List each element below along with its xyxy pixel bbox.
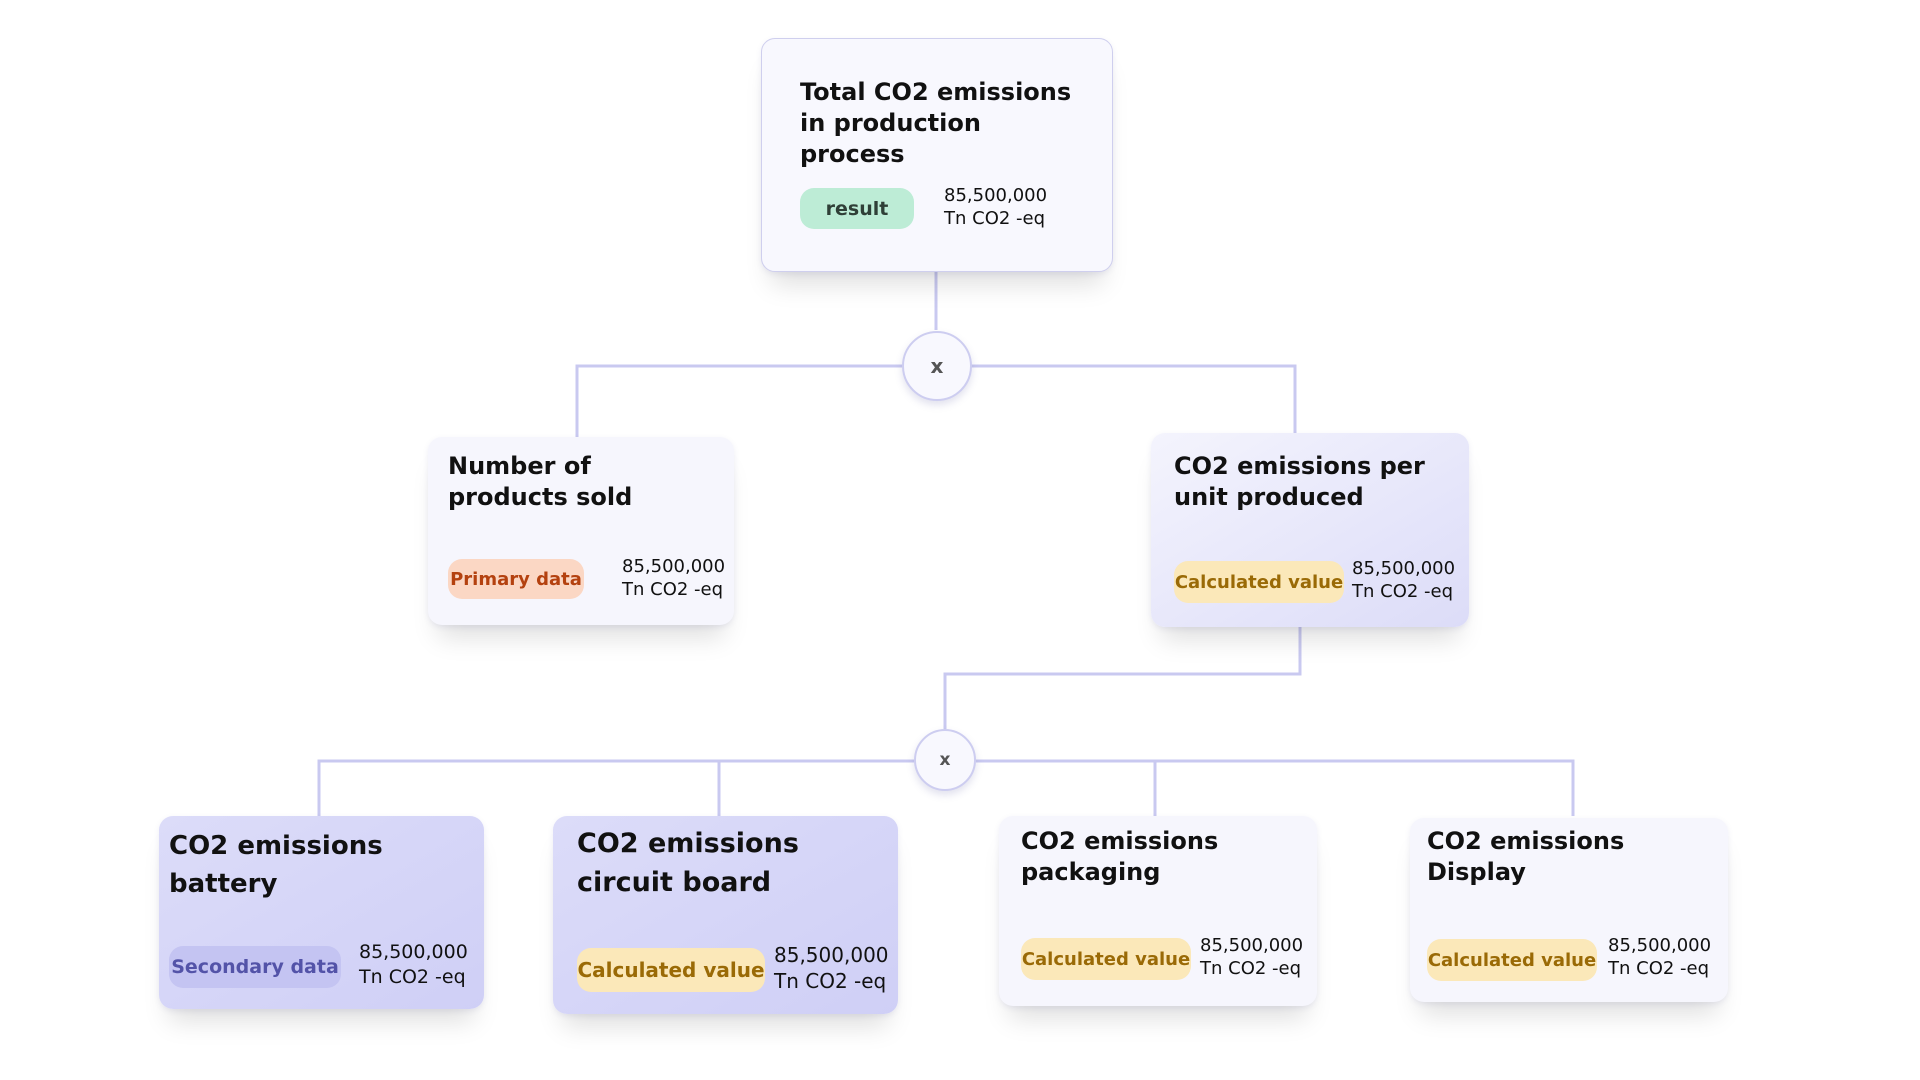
node-total-emissions[interactable]: Total CO2 emissions in production proces… bbox=[761, 38, 1113, 272]
node-title: CO2 emissions Display bbox=[1427, 827, 1625, 887]
value-unit: Tn CO2 -eq bbox=[944, 208, 1046, 230]
connector-per-unit-to-operator bbox=[943, 627, 1302, 729]
calculated-value-badge: Calculated value bbox=[1427, 939, 1597, 981]
node-value: 85,500,000 Tn CO2 -eq bbox=[622, 555, 725, 602]
node-value: 85,500,000 Tn CO2 -eq bbox=[1200, 934, 1303, 981]
node-title: CO2 emissions circuit board bbox=[577, 828, 799, 899]
value-number: 85,500,000 bbox=[1200, 935, 1304, 956]
node-packaging-emissions[interactable]: CO2 emissions packaging Calculated value… bbox=[999, 816, 1317, 1006]
calculated-value-badge: Calculated value bbox=[1021, 938, 1191, 980]
calculated-value-badge: Calculated value bbox=[577, 948, 765, 992]
node-per-unit-emissions[interactable]: CO2 emissions per unit produced Calculat… bbox=[1151, 433, 1469, 627]
value-unit: Tn CO2 -eq bbox=[359, 965, 466, 988]
node-value: 85,500,000 Tn CO2 -eq bbox=[1608, 934, 1711, 981]
value-number: 85,500,000 bbox=[622, 556, 726, 577]
value-number: 85,500,000 bbox=[359, 941, 468, 963]
connector-operator-to-battery bbox=[317, 759, 914, 816]
multiply-operator-top[interactable]: x bbox=[902, 331, 972, 401]
connector-operator-to-products-sold bbox=[575, 364, 902, 437]
result-badge: result bbox=[800, 188, 914, 229]
secondary-data-badge: Secondary data bbox=[169, 946, 341, 988]
node-circuit-board-emissions[interactable]: CO2 emissions circuit board Calculated v… bbox=[553, 816, 898, 1014]
node-title: Number of products sold bbox=[448, 452, 633, 512]
node-value: 85,500,000 Tn CO2 -eq bbox=[359, 940, 468, 989]
value-unit: Tn CO2 -eq bbox=[622, 579, 724, 601]
primary-data-badge: Primary data bbox=[448, 559, 584, 599]
node-title: CO2 emissions packaging bbox=[1021, 827, 1219, 887]
value-number: 85,500,000 bbox=[1352, 558, 1456, 579]
multiply-operator-bottom[interactable]: x bbox=[914, 729, 976, 791]
node-value: 85,500,000 Tn CO2 -eq bbox=[944, 184, 1047, 231]
node-title: CO2 emissions battery bbox=[169, 831, 383, 899]
connector-operator-to-packaging-display bbox=[976, 759, 1575, 816]
value-number: 85,500,000 bbox=[944, 185, 1048, 206]
value-unit: Tn CO2 -eq bbox=[1608, 958, 1710, 980]
connector-operator-to-per-unit bbox=[970, 364, 1297, 433]
value-number: 85,500,000 bbox=[1608, 935, 1712, 956]
calculated-value-badge: Calculated value bbox=[1174, 561, 1344, 603]
value-number: 85,500,000 bbox=[774, 943, 889, 967]
node-value: 85,500,000 Tn CO2 -eq bbox=[774, 942, 889, 994]
value-unit: Tn CO2 -eq bbox=[1200, 958, 1302, 980]
node-value: 85,500,000 Tn CO2 -eq bbox=[1352, 557, 1455, 604]
node-display-emissions[interactable]: CO2 emissions Display Calculated value 8… bbox=[1410, 818, 1728, 1002]
value-unit: Tn CO2 -eq bbox=[1352, 581, 1454, 603]
node-title: Total CO2 emissions in production proces… bbox=[800, 78, 1072, 169]
node-battery-emissions[interactable]: CO2 emissions battery Secondary data 85,… bbox=[159, 816, 484, 1009]
node-title: CO2 emissions per unit produced bbox=[1174, 452, 1425, 512]
node-products-sold[interactable]: Number of products sold Primary data 85,… bbox=[428, 437, 734, 625]
value-unit: Tn CO2 -eq bbox=[774, 969, 887, 993]
